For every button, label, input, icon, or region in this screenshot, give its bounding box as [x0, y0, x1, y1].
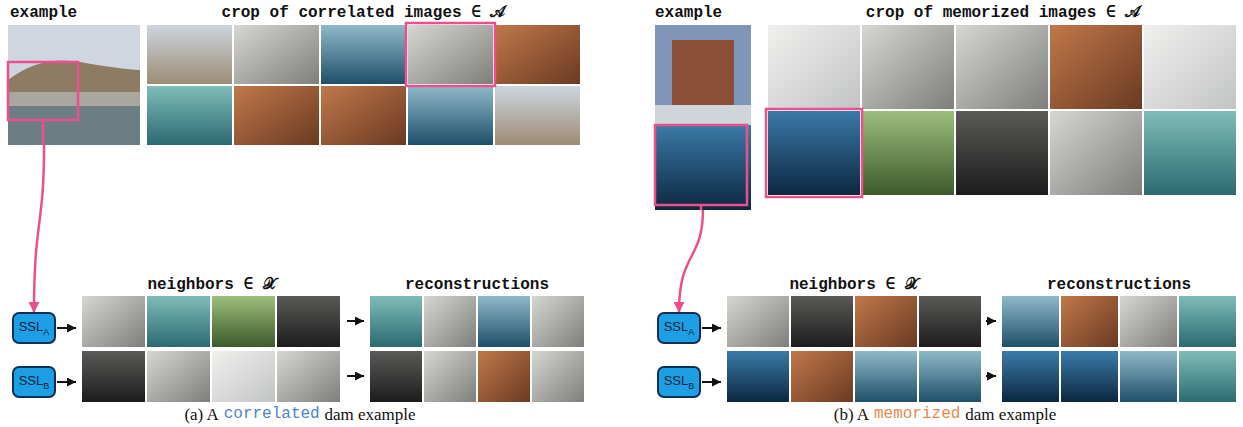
- reconstruction-strip: reconstructions: [366, 276, 588, 402]
- model-subscript: B: [688, 381, 694, 391]
- model-label: SSLA: [19, 319, 50, 337]
- model-name: SSL: [19, 319, 44, 334]
- flow-arrow: [57, 381, 76, 383]
- caption-text: (a) A: [184, 405, 218, 424]
- model-subscript: A: [43, 327, 49, 337]
- panel-heading: crop of memorized images ∈ 𝒜: [764, 4, 1242, 22]
- flow-arrow: [702, 381, 721, 383]
- flow-arrow: [347, 375, 364, 377]
- caption-keyword: memorized: [874, 405, 960, 424]
- model-label: SSLB: [19, 373, 50, 391]
- neighbor-strip: neighbors ∈ 𝒳: [723, 276, 985, 402]
- model-box: SSLB: [657, 366, 701, 398]
- flow-arrow: [347, 320, 364, 322]
- panel-heading: crop of correlated images ∈ 𝒜: [143, 4, 584, 22]
- model-subscript: B: [43, 381, 49, 391]
- neighbor-strip: neighbors ∈ 𝒳: [78, 276, 346, 402]
- panel-heading: neighbors ∈ 𝒳: [78, 276, 346, 294]
- model-label: SSLB: [664, 373, 695, 391]
- model-box: SSLA: [657, 312, 701, 344]
- flow-arrow: [986, 375, 996, 377]
- caption-text: dam example: [324, 405, 415, 424]
- crop-arrow: [679, 210, 703, 312]
- panel-heading: reconstructions: [366, 276, 588, 294]
- crop-grid: crop of memorized images ∈ 𝒜: [764, 4, 1242, 197]
- model-name: SSL: [664, 373, 689, 388]
- flow-arrow: [702, 327, 721, 329]
- panel-heading: neighbors ∈ 𝒳: [723, 276, 985, 294]
- model-name: SSL: [19, 373, 44, 388]
- crop-arrow: [34, 145, 44, 312]
- figure-caption: (a) A correlateddam example: [184, 405, 415, 424]
- flow-arrow: [986, 320, 996, 322]
- flow-arrow: [57, 327, 76, 329]
- model-label: SSLA: [664, 319, 695, 337]
- example-image: example: [653, 4, 757, 210]
- model-box: SSLB: [12, 366, 56, 398]
- caption-text: dam example: [965, 405, 1056, 424]
- caption-text: (b) A: [834, 405, 869, 424]
- panel-heading: example: [653, 4, 757, 22]
- model-box: SSLA: [12, 312, 56, 344]
- example-image: example: [8, 4, 144, 145]
- model-name: SSL: [664, 319, 689, 334]
- crop-grid: crop of correlated images ∈ 𝒜: [143, 4, 584, 145]
- caption-keyword: correlated: [224, 405, 320, 424]
- model-subscript: A: [688, 327, 694, 337]
- figure-caption: (b) A memorized dam example: [834, 405, 1057, 424]
- panel-heading: example: [8, 4, 144, 22]
- panel-heading: reconstructions: [998, 276, 1240, 294]
- reconstruction-strip: reconstructions: [998, 276, 1240, 402]
